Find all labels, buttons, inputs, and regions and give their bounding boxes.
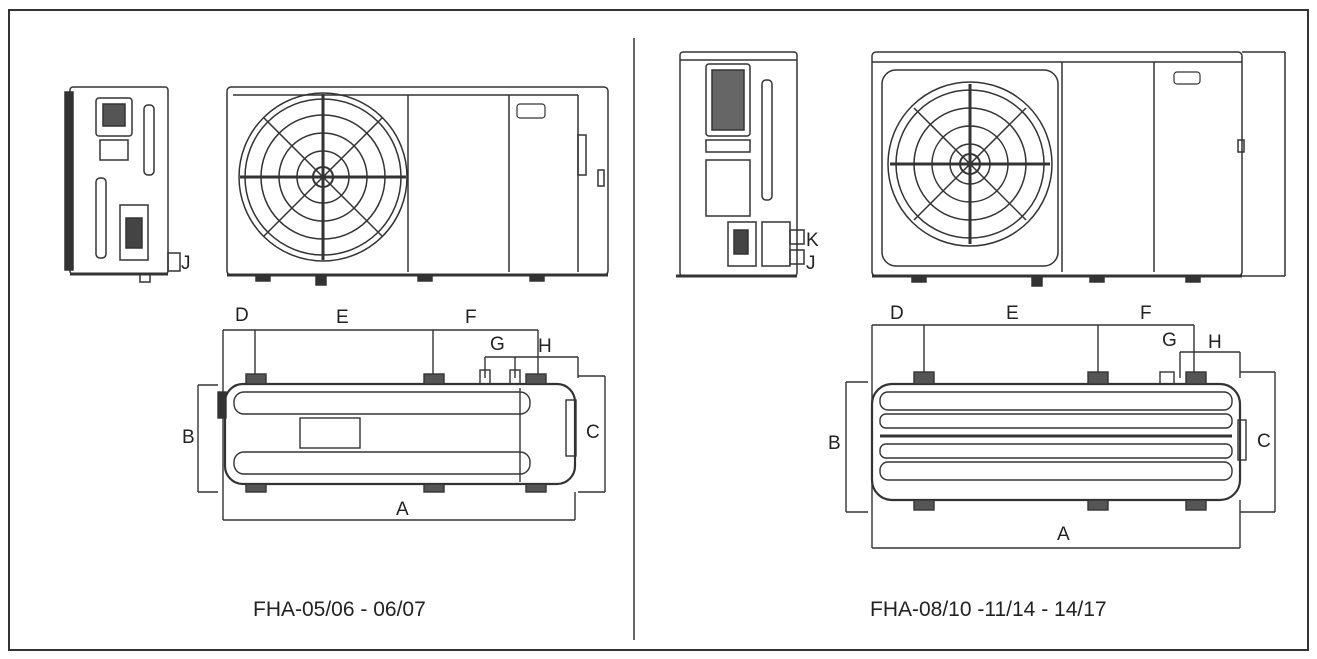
right-top-view: [845, 324, 1276, 549]
left-dim-h: H: [538, 336, 552, 357]
left-dim-c: C: [586, 422, 600, 443]
diagram-border: [8, 9, 1309, 651]
right-dim-d: D: [890, 303, 904, 324]
right-dim-c: C: [1257, 431, 1271, 452]
right-label-j: J: [806, 253, 816, 274]
left-dim-f: F: [465, 307, 477, 328]
left-dim-d: D: [235, 305, 249, 326]
right-side-view: [676, 51, 805, 278]
right-dim-f: F: [1140, 303, 1152, 324]
left-dim-g: G: [490, 334, 505, 355]
left-side-view: [64, 86, 181, 283]
right-model-caption: FHA-08/10 -11/14 - 14/17: [870, 598, 1107, 621]
right-front-view: [871, 51, 1286, 287]
left-front-view: [226, 86, 609, 286]
left-top-view: [197, 329, 606, 521]
right-dim-b: B: [828, 433, 841, 454]
left-dim-e: E: [336, 307, 349, 328]
right-dim-g: G: [1162, 330, 1177, 351]
left-dim-a: A: [396, 499, 409, 520]
right-label-k: K: [806, 230, 819, 251]
left-dim-b: B: [182, 427, 195, 448]
left-model-caption: FHA-05/06 - 06/07: [253, 598, 426, 621]
right-dim-e: E: [1006, 303, 1019, 324]
right-dim-a: A: [1057, 524, 1070, 545]
left-label-j: J: [181, 253, 191, 274]
right-dim-h: H: [1208, 332, 1222, 353]
